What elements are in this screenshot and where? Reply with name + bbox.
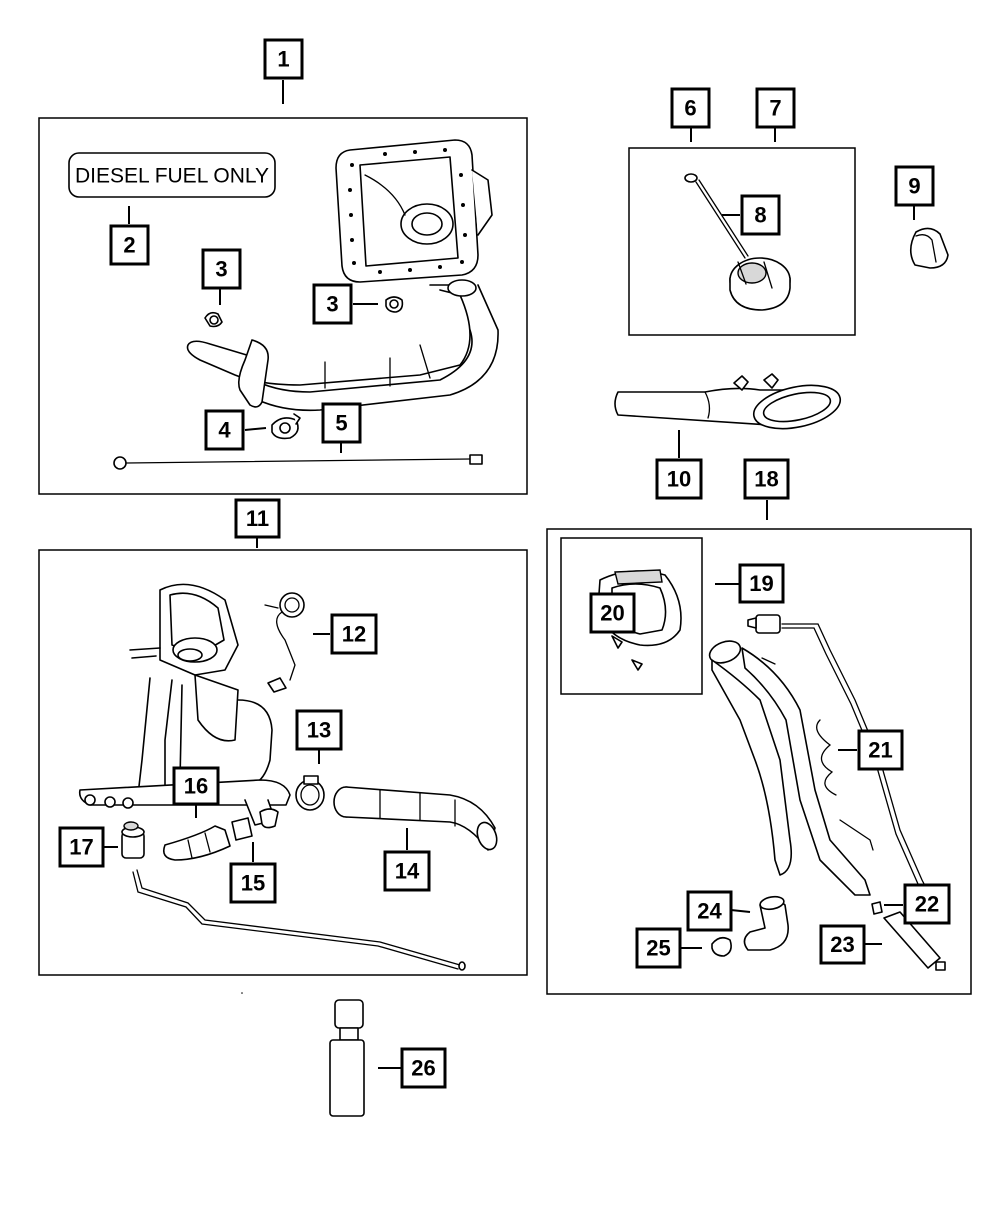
fuel-filler-housing bbox=[335, 139, 493, 283]
callout-3b: 3 bbox=[312, 283, 353, 325]
filler-hose-14 bbox=[333, 786, 498, 851]
connector-22 bbox=[871, 901, 883, 915]
callout-3a: 3 bbox=[201, 248, 242, 290]
leader-lines bbox=[103, 80, 915, 1069]
callout-23-text: 23 bbox=[830, 932, 854, 957]
callout-1-text: 1 bbox=[277, 47, 289, 72]
callout-23: 23 bbox=[819, 924, 866, 965]
callout-20: 20 bbox=[589, 592, 636, 634]
hose-clamp-13 bbox=[295, 775, 325, 811]
tool-26 bbox=[329, 999, 365, 1117]
hose-clamp-right bbox=[385, 296, 404, 313]
callout-2: 2 bbox=[109, 224, 150, 266]
callout-13: 13 bbox=[295, 709, 343, 751]
group-frame-1 bbox=[38, 117, 528, 495]
fuel-cap bbox=[729, 257, 791, 311]
callout-1: 1 bbox=[263, 38, 304, 80]
callout-5: 5 bbox=[321, 402, 362, 444]
group-frame-18 bbox=[546, 528, 972, 995]
callout-15-text: 15 bbox=[241, 871, 265, 896]
wire-harness bbox=[264, 592, 305, 693]
callout-16-text: 16 bbox=[184, 774, 208, 799]
hose-24 bbox=[743, 895, 789, 951]
vent-hose-16 bbox=[162, 825, 231, 861]
callout-12: 12 bbox=[330, 613, 378, 655]
callout-15: 15 bbox=[229, 862, 277, 904]
callout-19-text: 19 bbox=[749, 571, 773, 596]
group-frame-19 bbox=[560, 537, 703, 695]
hose-clamp-left bbox=[204, 311, 223, 328]
callout-9: 9 bbox=[894, 165, 935, 207]
callout-10: 10 bbox=[655, 458, 703, 500]
callout-7: 7 bbox=[755, 87, 796, 129]
callout-11-text: 11 bbox=[246, 506, 269, 531]
callout-4-text: 4 bbox=[218, 418, 231, 443]
rollover-valve-19 bbox=[747, 614, 781, 634]
callout-24: 24 bbox=[686, 890, 733, 932]
group-frame-7 bbox=[628, 147, 856, 336]
callout-22-text: 22 bbox=[915, 892, 939, 917]
callout-16: 16 bbox=[172, 766, 220, 806]
fuel-funnel bbox=[614, 373, 842, 430]
hose-clamp-4 bbox=[271, 413, 301, 440]
clamp-25 bbox=[711, 936, 732, 957]
callout-3b-text: 3 bbox=[326, 292, 338, 317]
vent-tube-11 bbox=[132, 869, 466, 971]
callout-26: 26 bbox=[400, 1047, 447, 1089]
callout-9-text: 9 bbox=[908, 174, 920, 199]
callout-18-text: 18 bbox=[754, 467, 778, 492]
callout-11: 11 bbox=[234, 498, 281, 539]
diesel-fuel-label: DIESEL FUEL ONLY bbox=[68, 152, 276, 198]
callout-4: 4 bbox=[204, 409, 245, 451]
callout-7-text: 7 bbox=[769, 96, 781, 121]
callout-10-text: 10 bbox=[667, 467, 691, 492]
callout-3a-text: 3 bbox=[215, 257, 227, 282]
filler-neck-18 bbox=[708, 640, 874, 896]
filler-assembly-11 bbox=[78, 583, 291, 826]
callout-25-text: 25 bbox=[646, 936, 670, 961]
callout-21-text: 21 bbox=[868, 738, 892, 763]
callout-17: 17 bbox=[58, 826, 105, 868]
diesel-fuel-label-text: DIESEL FUEL ONLY bbox=[75, 165, 269, 188]
callout-6: 6 bbox=[670, 87, 711, 129]
callout-24-text: 24 bbox=[697, 899, 722, 924]
hose-fitting-15 bbox=[231, 808, 279, 841]
vent-valve-17 bbox=[121, 821, 145, 859]
callout-20-text: 20 bbox=[600, 601, 624, 626]
callout-26-text: 26 bbox=[411, 1056, 435, 1081]
ground-strap bbox=[113, 454, 483, 470]
callout-19: 19 bbox=[738, 563, 785, 604]
callout-12-text: 12 bbox=[342, 622, 366, 647]
callout-8: 8 bbox=[740, 194, 781, 236]
callout-14: 14 bbox=[383, 850, 431, 892]
callout-8-text: 8 bbox=[754, 203, 766, 228]
callout-6-text: 6 bbox=[684, 96, 696, 121]
fuel-filler-tube bbox=[186, 279, 499, 412]
callout-17-text: 17 bbox=[69, 835, 93, 860]
group-frame-11 bbox=[38, 549, 528, 976]
fuel-door-ring bbox=[909, 227, 949, 269]
callout-21: 21 bbox=[857, 729, 904, 771]
callout-18: 18 bbox=[743, 458, 790, 500]
callout-14-text: 14 bbox=[395, 859, 420, 884]
callout-22: 22 bbox=[903, 883, 951, 925]
callout-25: 25 bbox=[635, 927, 682, 969]
fuel-cap-tether bbox=[684, 173, 749, 259]
callout-5-text: 5 bbox=[335, 411, 347, 436]
check-valve-23 bbox=[883, 911, 946, 971]
callout-13-text: 13 bbox=[307, 718, 331, 743]
callout-2-text: 2 bbox=[123, 233, 135, 258]
stray-dot bbox=[241, 992, 243, 994]
